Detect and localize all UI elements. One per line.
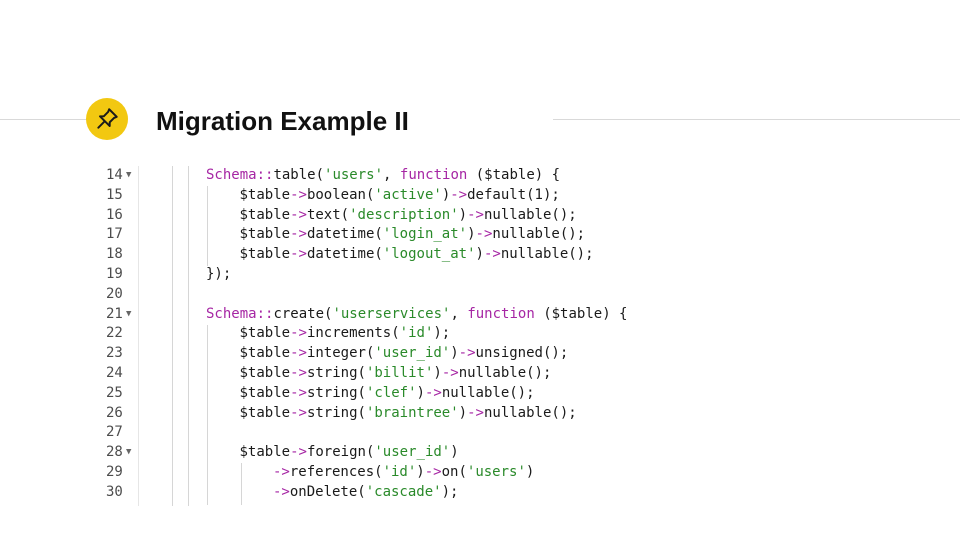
indent-guide (172, 166, 173, 506)
line-number: 27 (106, 424, 123, 441)
line-number: 18 (106, 246, 123, 263)
code-text: $table->integer('user_id')->unsigned(); (239, 345, 569, 362)
line-number: 17 (106, 226, 123, 243)
line-number: 26 (106, 404, 123, 421)
indent-guide (207, 325, 208, 505)
code-text: $table->datetime('login_at')->nullable()… (239, 226, 586, 243)
code-line: 17 $table->datetime('login_at')->nullable… (100, 225, 620, 245)
line-number: 28 (106, 444, 123, 461)
code-text: Schema::create('userservices', function … (206, 305, 628, 322)
code-text: $table->string('braintree')->nullable(); (239, 404, 577, 421)
code-line: 14▼ Schema::table('users', function ($tab… (100, 166, 620, 186)
code-block: 14▼Schema::table('users', function ($tab… (100, 166, 627, 503)
code-text: $table->increments('id'); (239, 325, 451, 342)
code-text: $table->foreign('user_id') (239, 444, 459, 461)
code-line: 18 $table->datetime('logout_at')->nullabl… (100, 245, 620, 265)
line-number: 23 (106, 345, 123, 362)
line-number: 16 (106, 206, 123, 223)
fold-arrow-icon[interactable]: ▼ (126, 170, 132, 180)
code-line: 26 $table->string('braintree')->nullable(… (100, 404, 620, 424)
code-line: 27 (100, 423, 620, 443)
line-number: 21 (106, 305, 123, 322)
code-text: ->references('id')->on('users') (273, 463, 535, 480)
indent-guide (241, 463, 242, 505)
code-line: 19}); (100, 265, 620, 285)
code-line: 23 $table->integer('user_id')->unsigned()… (100, 344, 620, 364)
code-line: 30 ->onDelete('cascade'); (100, 483, 620, 503)
code-line: 20 (100, 285, 620, 305)
code-text: ->onDelete('cascade'); (273, 483, 459, 500)
code-line: 22 $table->increments('id'); (100, 324, 620, 344)
code-line: 15 $table->boolean('active')->default(1); (100, 186, 620, 206)
line-number: 20 (106, 285, 123, 302)
indent-guide (207, 186, 208, 266)
code-text: Schema::table('users', function ($table)… (206, 167, 561, 183)
code-line: 29 ->references('id')->on('users') (100, 463, 620, 483)
line-number: 25 (106, 384, 123, 401)
indent-guide (188, 166, 189, 506)
code-line: 21▼ Schema::create('userservices', functi… (100, 305, 627, 325)
code-text: }); (206, 265, 232, 282)
line-number: 24 (106, 364, 123, 381)
code-text: $table->string('clef')->nullable(); (239, 384, 535, 401)
code-text: $table->datetime('logout_at')->nullable(… (239, 246, 594, 263)
code-text: $table->string('billit')->nullable(); (239, 364, 552, 381)
code-line: 25 $table->string('clef')->nullable(); (100, 384, 620, 404)
fold-arrow-icon[interactable]: ▼ (126, 447, 132, 458)
divider-left (0, 119, 88, 120)
line-number: 14 (106, 167, 123, 183)
code-gutter-divider (138, 166, 139, 506)
code-line: 16 $table->text('description')->nullable(… (100, 206, 620, 226)
line-number: 15 (106, 186, 123, 203)
code-text: $table->boolean('active')->default(1); (239, 186, 560, 203)
code-text: $table->text('description')->nullable(); (239, 206, 577, 223)
line-number: 22 (106, 325, 123, 342)
slide-title: Migration Example II (156, 106, 409, 136)
line-number: 19 (106, 265, 123, 282)
code-line: 28▼ $table->foreign('user_id') (100, 443, 620, 463)
divider-right (553, 119, 960, 120)
line-number: 30 (106, 483, 123, 500)
code-line: 24 $table->string('billit')->nullable(); (100, 364, 620, 384)
line-number: 29 (106, 463, 123, 480)
pushpin-icon (86, 98, 128, 140)
fold-arrow-icon[interactable]: ▼ (126, 308, 132, 319)
